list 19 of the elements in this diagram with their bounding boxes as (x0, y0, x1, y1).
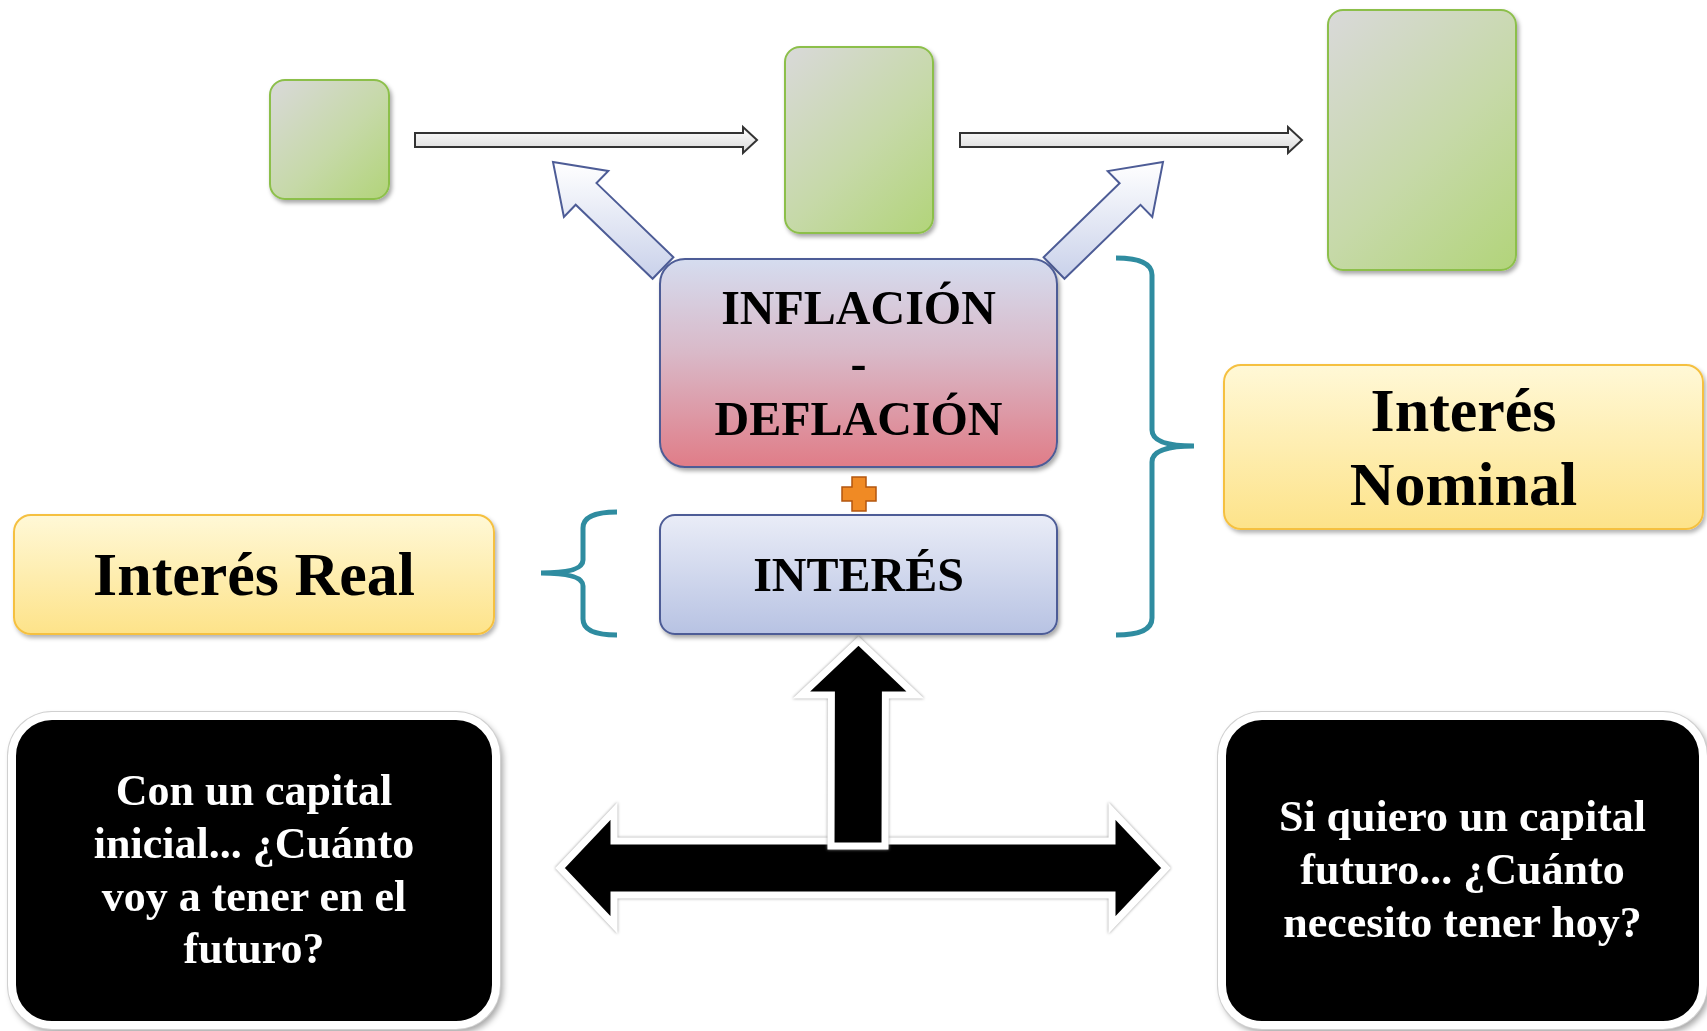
box-text: Con un capital inicial... ¿Cuánto voy a tener en el futuro? (92, 764, 416, 976)
arrow (1042, 160, 1165, 281)
empty-box (784, 46, 934, 234)
box-text: Interés Nominal (1348, 374, 1579, 520)
question-box (8, 712, 500, 1029)
box-text: INFLACIÓN - DEFLACIÓN (713, 280, 1004, 446)
empty-box (1327, 9, 1517, 271)
concept-box (1223, 364, 1704, 530)
box-text: Si quiero un capital futuro... ¿Cuánto necesito tener hoy? (1277, 791, 1648, 949)
concept-box (659, 514, 1058, 635)
concept-box (659, 258, 1058, 468)
concept-box (13, 514, 495, 635)
arrow (414, 124, 759, 156)
empty-box (269, 79, 390, 200)
box-text: Interés Real (92, 539, 416, 611)
arrow (551, 160, 675, 281)
question-box (1218, 712, 1707, 1029)
box-text: INTERÉS (752, 546, 965, 603)
arrow (959, 124, 1304, 156)
